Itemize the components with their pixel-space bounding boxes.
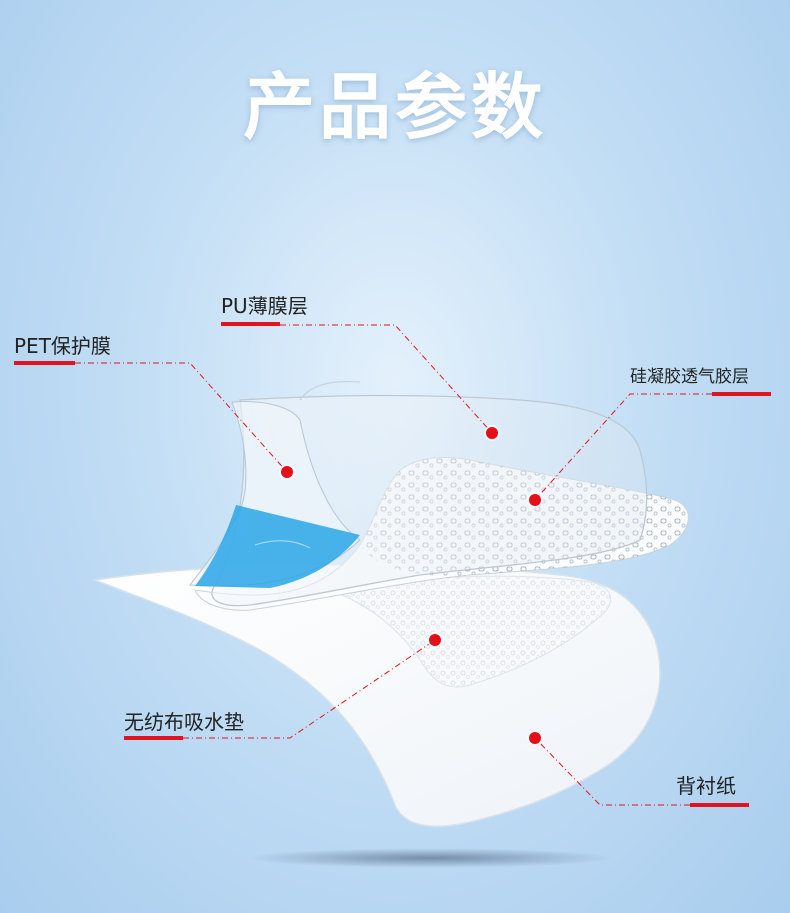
underline-pad [124,736,183,740]
underline-silicone [712,392,771,396]
underline-backing [690,803,749,807]
marker-pad [429,634,441,646]
marker-pet-film [281,466,293,478]
label-backing: 背衬纸 [676,774,736,798]
marker-silicone [529,494,541,506]
ground-shadow [245,848,615,868]
marker-pu-film [486,427,498,439]
label-pet-film: PET保护膜 [14,334,111,358]
page-title: 产品参数 [242,65,547,149]
label-silicone: 硅凝胶透气胶层 [630,367,749,387]
marker-backing [529,732,541,744]
label-pu-film: PU薄膜层 [221,294,308,318]
leader-lines [75,324,712,806]
blue-tab-shape [195,505,360,588]
underline-pet-film [14,361,75,365]
label-pad: 无纺布吸水垫 [124,710,244,734]
underline-pu-film [221,322,280,326]
